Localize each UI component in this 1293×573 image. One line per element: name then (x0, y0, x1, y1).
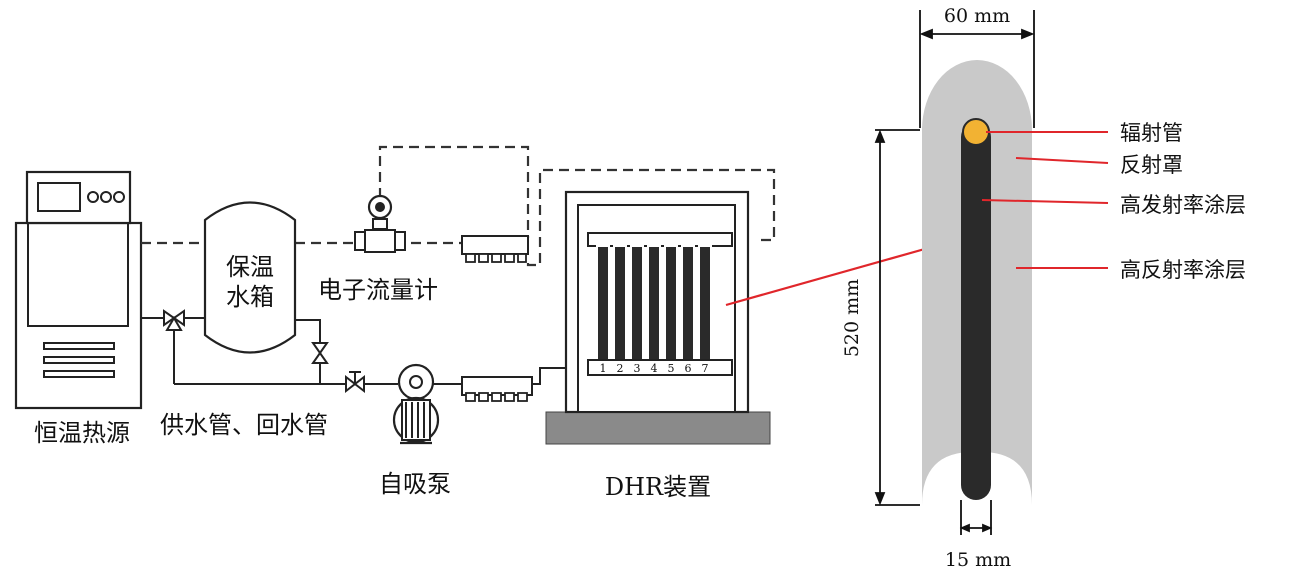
tube-number: 7 (702, 362, 709, 375)
heat-source (14, 170, 143, 410)
legend-radiant-pipe: 辐射管 (1120, 121, 1183, 145)
reflector-cross-section (922, 60, 1032, 505)
pump-inlet-valve (345, 371, 365, 394)
legend-reflector: 反射罩 (1120, 153, 1183, 177)
dimension-height (874, 129, 920, 506)
tube-number: 3 (634, 362, 641, 375)
tube-number: 5 (668, 362, 675, 375)
tank-valve (311, 342, 329, 364)
electronic-flowmeter: 电子流量计 (318, 194, 438, 304)
upper-manifold (461, 235, 529, 263)
legend-high-reflectivity-coating: 高反射率涂层 (1120, 258, 1246, 282)
dhr-label: DHR装置 (605, 473, 711, 501)
pipes-label: 供水管、回水管 (160, 411, 328, 439)
three-way-valve (163, 309, 185, 331)
heat-source-label: 恒温热源 (34, 419, 130, 447)
pump-label: 自吸泵 (379, 470, 451, 498)
dimension-tube (959, 500, 993, 535)
supply-return-pipes (141, 317, 588, 385)
tube-number: 6 (685, 362, 692, 375)
tube-number: 4 (651, 362, 658, 375)
return-line-dashed (141, 145, 776, 267)
height-dimension-label: 520 mm (841, 279, 863, 357)
tube-dimension-label: 15 mm (945, 549, 1011, 571)
width-dimension-label: 60 mm (944, 5, 1010, 27)
lower-manifold (461, 376, 533, 402)
self-priming-pump: 自吸泵 (379, 363, 451, 498)
legend-leaders (981, 131, 1109, 269)
tube-number: 2 (617, 362, 624, 375)
insulated-water-tank: 保温 水箱 (203, 201, 297, 354)
tank-label-line2: 水箱 (226, 283, 274, 311)
legend-high-emissivity-coating: 高发射率涂层 (1120, 193, 1246, 217)
dimension-width (919, 10, 1035, 128)
tube-number: 1 (600, 362, 607, 375)
tank-label-line1: 保温 (226, 253, 274, 281)
flowmeter-label: 电子流量计 (318, 276, 438, 304)
dhr-device: 1 2 3 4 5 6 7 DHR装置 (545, 190, 771, 501)
